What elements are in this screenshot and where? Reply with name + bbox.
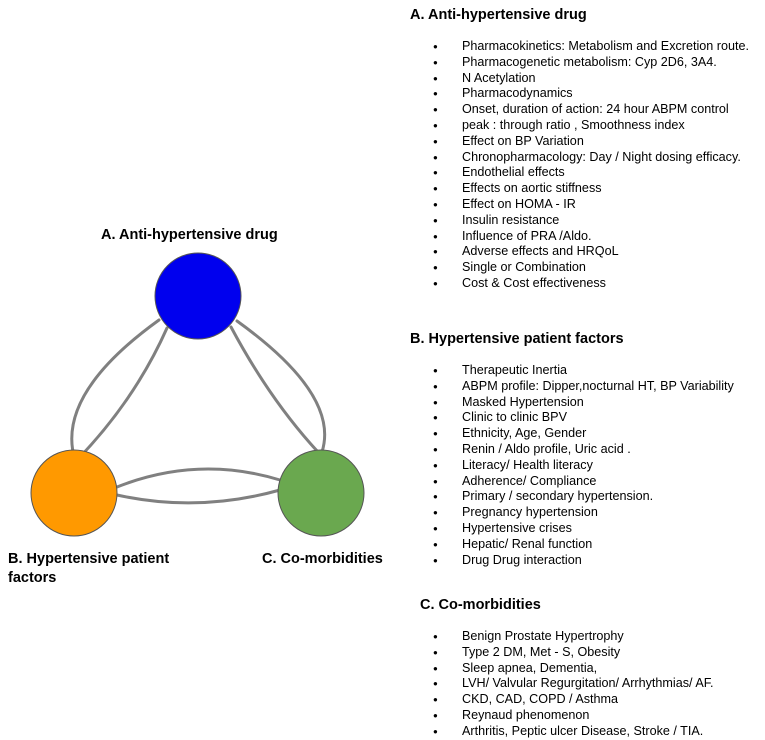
list-item: Pharmacodynamics [433, 86, 749, 102]
list-item: Benign Prostate Hypertrophy [433, 629, 714, 645]
list-item: peak : through ratio , Smoothness index [433, 118, 749, 134]
list-item: Onset, duration of action: 24 hour ABPM … [433, 102, 749, 118]
list-item: Pharmacokinetics: Metabolism and Excreti… [433, 39, 749, 55]
edge-a-b-outer [70, 318, 161, 462]
edges [70, 318, 327, 505]
list-item: Single or Combination [433, 260, 749, 276]
list-item: Sleep apnea, Dementia, [433, 661, 714, 677]
list-item: Insulin resistance [433, 213, 749, 229]
edge-b-c-upper [115, 467, 282, 489]
section-title: A. Anti-hypertensive drug [410, 7, 587, 23]
node-a-circle [154, 252, 242, 340]
node-c-circle [277, 449, 365, 537]
list-item: Effect on HOMA - IR [433, 197, 749, 213]
list-item: Adverse effects and HRQoL [433, 244, 749, 260]
section-anti-hypertensive-drug: A. Anti-hypertensive drug Pharmacokineti… [410, 6, 749, 292]
list-item: Ethnicity, Age, Gender [433, 426, 734, 442]
list-item: Clinic to clinic BPV [433, 410, 734, 426]
list-item: CKD, CAD, COPD / Asthma [433, 692, 714, 708]
node-b-label: B. Hypertensive patient factors [8, 551, 170, 586]
list-item: Effect on BP Variation [433, 134, 749, 150]
list-item: ABPM profile: Dipper,nocturnal HT, BP Va… [433, 379, 734, 395]
list-item: Hepatic/ Renal function [433, 537, 734, 553]
list-item: Adherence/ Compliance [433, 474, 734, 490]
bullet-list: Pharmacokinetics: Metabolism and Excreti… [433, 39, 749, 292]
edge-b-c-lower [115, 488, 282, 505]
list-item: N Acetylation [433, 71, 749, 87]
list-item: Hypertensive crises [433, 521, 734, 537]
section-title: C. Co-morbidities [420, 597, 541, 613]
edge-a-c-inner [229, 325, 320, 454]
edge-a-c-outer [235, 319, 327, 454]
section-title: B. Hypertensive patient factors [410, 331, 624, 347]
list-item: Primary / secondary hypertension. [433, 489, 734, 505]
edge-a-b-inner [75, 326, 169, 462]
section-patient-factors: B. Hypertensive patient factors Therapeu… [410, 330, 734, 568]
list-item: Pregnancy hypertension [433, 505, 734, 521]
node-a-label: A. Anti-hypertensive drug [101, 227, 278, 243]
section-co-morbidities: C. Co-morbidities Benign Prostate Hypert… [420, 596, 714, 740]
list-item: Influence of PRA /Aldo. [433, 229, 749, 245]
list-item: Type 2 DM, Met - S, Obesity [433, 645, 714, 661]
list-item: LVH/ Valvular Regurgitation/ Arrhythmias… [433, 676, 714, 692]
node-c-label: C. Co-morbidities [262, 551, 383, 567]
list-item: Endothelial effects [433, 165, 749, 181]
list-item: Arthritis, Peptic ulcer Disease, Stroke … [433, 724, 714, 740]
list-item: Renin / Aldo profile, Uric acid . [433, 442, 734, 458]
list-item: Masked Hypertension [433, 395, 734, 411]
list-item: Reynaud phenomenon [433, 708, 714, 724]
list-item: Literacy/ Health literacy [433, 458, 734, 474]
list-item: Cost & Cost effectiveness [433, 276, 749, 292]
bullet-list: Therapeutic Inertia ABPM profile: Dipper… [433, 363, 734, 568]
list-item: Effects on aortic stiffness [433, 181, 749, 197]
triangle-diagram [30, 252, 365, 537]
list-item: Drug Drug interaction [433, 553, 734, 569]
bullet-list: Benign Prostate Hypertrophy Type 2 DM, M… [433, 629, 714, 740]
list-item: Therapeutic Inertia [433, 363, 734, 379]
node-b-circle [30, 449, 118, 537]
list-item: Pharmacogenetic metabolism: Cyp 2D6, 3A4… [433, 55, 749, 71]
list-item: Chronopharmacology: Day / Night dosing e… [433, 150, 749, 166]
